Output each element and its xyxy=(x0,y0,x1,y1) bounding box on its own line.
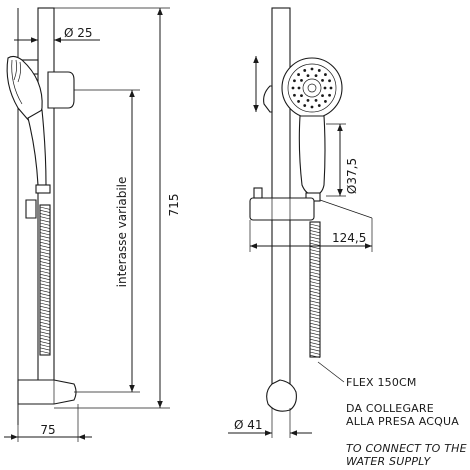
sliding-support-front xyxy=(249,197,315,221)
total-height-label: 715 xyxy=(167,194,181,217)
sliding-support xyxy=(47,71,75,109)
bottom-bracket-front xyxy=(266,379,297,412)
projection-label: 124,5 xyxy=(332,231,366,245)
shower-nozzles xyxy=(291,67,333,109)
variable-spacing-label: interasse variabile xyxy=(115,177,129,288)
connect-note-it-line1: DA COLLEGARE xyxy=(346,402,434,415)
connect-note-en-line2: WATER SUPPLY xyxy=(346,455,431,468)
hose-length-note: FLEX 150CM xyxy=(346,376,417,389)
bar-diameter-label: Ø 25 xyxy=(64,26,93,40)
wall-offset-label: 75 xyxy=(40,423,55,437)
connect-note-it-line2: ALLA PRESA ACQUA xyxy=(346,415,459,428)
shower-handle-side xyxy=(27,109,47,186)
front-view: Ø37,5 124,5 Ø 41 FLEX 150CM DA COLLEGARE… xyxy=(228,7,467,468)
support-diameter-label: Ø 41 xyxy=(234,418,263,432)
bottom-wall-bracket xyxy=(17,379,77,405)
shower-handle-front xyxy=(298,115,326,196)
mid-connector xyxy=(25,199,37,219)
connect-note-en-line1: TO CONNECT TO THE xyxy=(346,442,467,455)
side-view: Ø 25 715 interasse variabile 75 xyxy=(4,7,181,442)
head-diameter-label: Ø37,5 xyxy=(345,158,359,194)
shower-head-face xyxy=(11,59,23,105)
hose-side xyxy=(39,204,51,356)
top-bracket-front xyxy=(263,85,273,113)
shower-head-front xyxy=(281,57,343,119)
